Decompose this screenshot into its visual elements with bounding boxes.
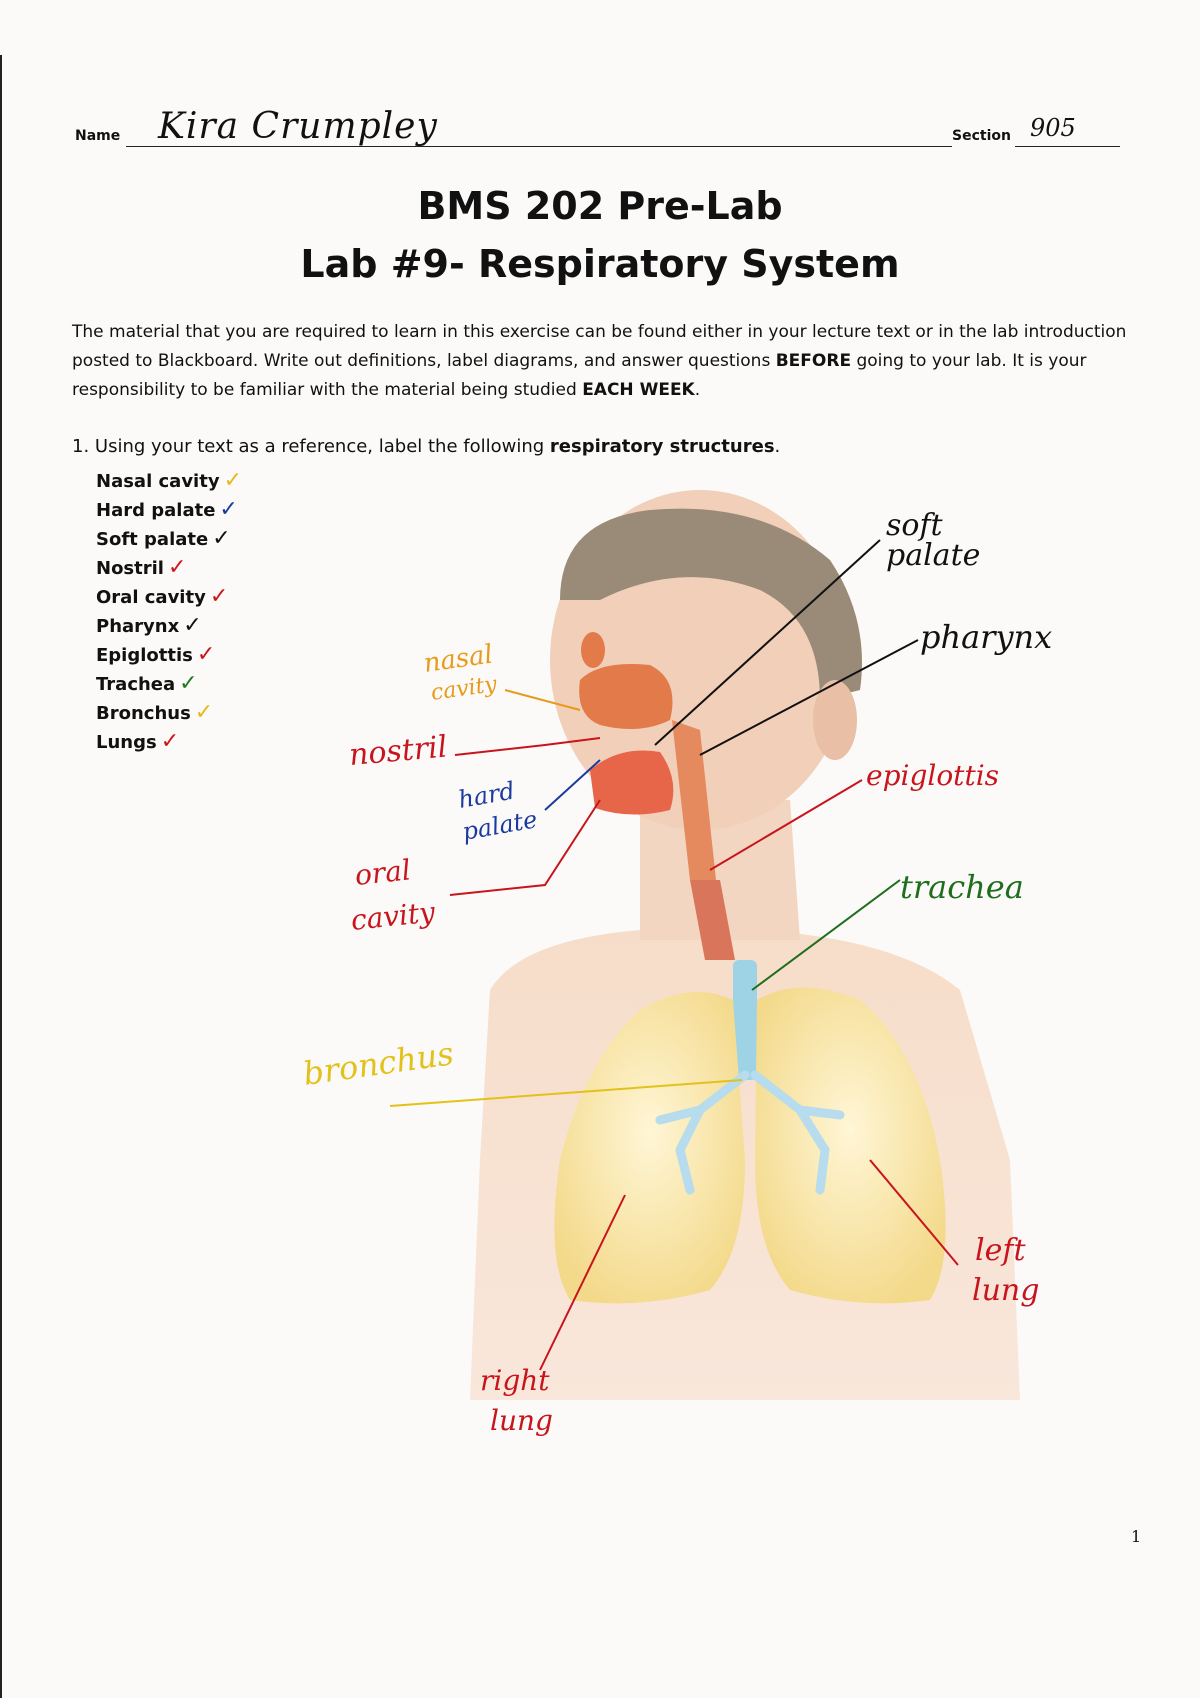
- label-left-lung-2: lung: [972, 1273, 1039, 1308]
- structure-label: Trachea: [96, 674, 176, 695]
- section-label: Section: [952, 128, 1011, 144]
- pharynx-leader: [699, 639, 919, 756]
- list-item: Hard palate✓: [96, 495, 242, 524]
- check-mark-icon: ✓: [179, 671, 198, 696]
- soft-palate-leader: [654, 539, 881, 746]
- check-mark-icon: ✓: [196, 642, 216, 667]
- epiglottis-leader: [709, 779, 863, 871]
- scan-edge-line: [0, 55, 2, 1698]
- trachea-leader: [751, 879, 901, 991]
- check-mark-icon: ✓: [212, 526, 231, 551]
- label-right-lung-2: lung: [490, 1404, 553, 1437]
- page-title: BMS 202 Pre-Lab: [417, 184, 783, 228]
- label-oral-cavity-1: oral: [353, 853, 412, 892]
- page-number: 1: [1131, 1527, 1142, 1546]
- intro-emphasis-week: EACH WEEK: [582, 380, 695, 400]
- question-number: 1.: [72, 436, 90, 457]
- label-nostril: nostril: [348, 730, 449, 773]
- check-mark-icon: ✓: [209, 584, 229, 609]
- question-text: Using your text as a reference, label th…: [94, 436, 550, 457]
- intro-text-a: The material that you are required to le…: [72, 322, 1127, 371]
- structure-label: Soft palate: [96, 529, 209, 550]
- student-name: Kira Crumpley: [158, 106, 438, 147]
- label-right-lung-1: right: [480, 1364, 550, 1397]
- label-soft-palate-2: palate: [886, 538, 980, 573]
- check-mark-icon: ✓: [183, 613, 202, 638]
- structure-label: Nasal cavity: [96, 471, 220, 492]
- label-soft-palate-1: soft: [886, 508, 944, 543]
- name-label: Name: [75, 128, 121, 144]
- list-item: Soft palate✓: [96, 524, 242, 553]
- list-item: Pharynx✓: [96, 611, 242, 640]
- structure-label: Hard palate: [96, 500, 216, 521]
- label-trachea: trachea: [900, 868, 1024, 906]
- larynx-shape: [690, 880, 735, 960]
- list-item: Nasal cavity✓: [96, 466, 242, 495]
- label-epiglottis: epiglottis: [866, 759, 999, 792]
- structure-label: Pharynx: [96, 616, 180, 637]
- hair-shape: [560, 508, 862, 700]
- oral-cavity-shape: [590, 750, 674, 815]
- name-underline: [126, 146, 952, 147]
- intro-text-c: .: [694, 380, 701, 400]
- right-lung-shape: [554, 992, 745, 1304]
- hard-palate-leader: [544, 759, 601, 811]
- check-mark-icon: ✓: [194, 700, 214, 725]
- left-lung-leader: [869, 1159, 959, 1266]
- nasal-cavity-shape: [579, 664, 673, 729]
- question-1: 1. Using your text as a reference, label…: [72, 436, 780, 457]
- structure-label: Epiglottis: [96, 645, 193, 666]
- neck-shape: [640, 800, 800, 940]
- check-mark-icon: ✓: [160, 729, 180, 754]
- label-oral-cavity-2: cavity: [349, 895, 437, 937]
- sinus-shape: [581, 632, 605, 668]
- oral-cavity-leader: [449, 799, 601, 896]
- section-value: 905: [1030, 114, 1076, 142]
- intro-text-b: going to your lab. It is your responsibi…: [72, 351, 1087, 400]
- bronchi-shape: [655, 1070, 845, 1195]
- structure-label: Bronchus: [96, 703, 191, 724]
- list-item: Epiglottis✓: [96, 640, 242, 669]
- list-item: Lungs✓: [96, 727, 242, 756]
- pharynx-shape: [672, 720, 716, 880]
- question-end: .: [774, 436, 781, 457]
- list-item: Bronchus✓: [96, 698, 242, 727]
- section-underline: [1015, 146, 1120, 147]
- list-item: Trachea✓: [96, 669, 242, 698]
- list-item: Nostril✓: [96, 553, 242, 582]
- list-item: Oral cavity✓: [96, 582, 242, 611]
- structure-label: Oral cavity: [96, 587, 206, 608]
- intro-paragraph: The material that you are required to le…: [72, 318, 1132, 405]
- label-left-lung-1: left: [975, 1233, 1026, 1268]
- ear-shape: [813, 680, 857, 760]
- structure-label: Nostril: [96, 558, 164, 579]
- label-bronchus: bronchus: [301, 1034, 456, 1093]
- nostril-leader: [454, 737, 601, 756]
- check-mark-icon: ✓: [167, 555, 187, 580]
- check-mark-icon: ✓: [223, 468, 243, 493]
- trachea-shape: [733, 960, 757, 1080]
- label-nasal-cavity-2: cavity: [429, 672, 499, 706]
- question-emphasis: respiratory structures: [549, 436, 775, 457]
- label-hard-palate-1: hard: [456, 777, 517, 814]
- intro-emphasis-before: BEFORE: [775, 351, 852, 371]
- nasal-cavity-leader: [504, 689, 581, 711]
- right-lung-leader: [539, 1194, 626, 1371]
- left-lung-shape: [755, 987, 946, 1304]
- page-subtitle: Lab #9- Respiratory System: [300, 242, 900, 286]
- structures-checklist: Nasal cavity✓ Hard palate✓ Soft palate✓ …: [96, 466, 242, 756]
- bronchus-leader: [389, 1079, 743, 1107]
- structure-label: Lungs: [96, 732, 157, 753]
- check-mark-icon: ✓: [219, 497, 238, 522]
- label-pharynx: pharynx: [920, 618, 1052, 656]
